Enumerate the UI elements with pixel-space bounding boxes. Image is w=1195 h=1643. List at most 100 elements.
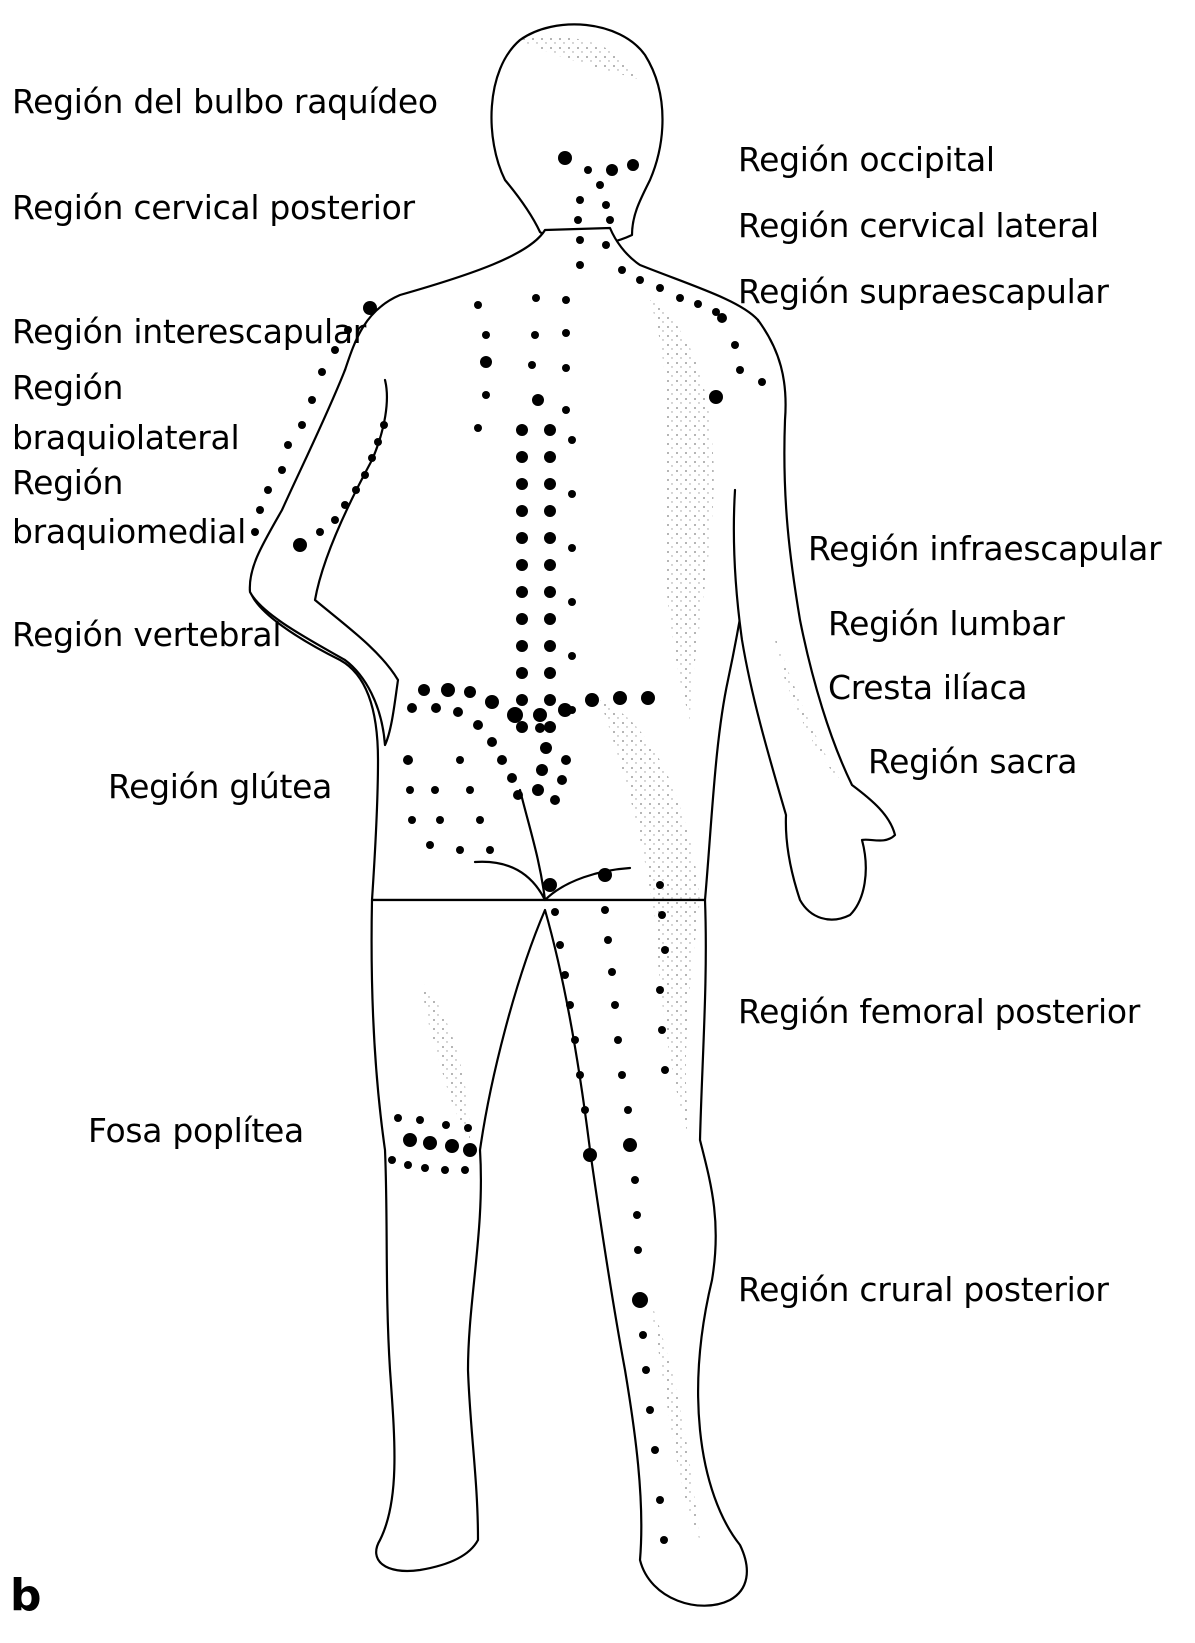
landmark-dot xyxy=(536,764,548,776)
landmark-dot xyxy=(566,1001,574,1009)
landmark-dot xyxy=(758,378,766,386)
landmark-dot xyxy=(562,364,570,372)
landmark-dot xyxy=(717,313,727,323)
label-vertebral: Región vertebral xyxy=(12,615,281,655)
landmark-dot xyxy=(602,201,610,209)
landmark-dot xyxy=(406,786,414,794)
landmark-dot xyxy=(544,559,556,571)
landmark-dot xyxy=(574,216,582,224)
label-sacra: Región sacra xyxy=(868,742,1077,782)
landmark-dot xyxy=(568,436,576,444)
label-bulbo-raquideo: Región del bulbo raquídeo xyxy=(12,82,438,122)
landmark-dot xyxy=(507,773,517,783)
landmark-dot xyxy=(624,1106,632,1114)
landmark-dot xyxy=(651,1446,659,1454)
landmark-dot xyxy=(618,1071,626,1079)
landmark-dot xyxy=(633,1211,641,1219)
landmark-dot xyxy=(585,693,599,707)
landmark-dot xyxy=(513,790,523,800)
label-supraescapular: Región supraescapular xyxy=(738,272,1109,312)
landmark-dot xyxy=(656,881,664,889)
label-glutea: Región glútea xyxy=(108,767,332,807)
landmark-dot xyxy=(561,971,569,979)
landmark-dot xyxy=(544,505,556,517)
landmark-dot xyxy=(331,516,339,524)
landmark-dot xyxy=(544,721,556,733)
label-braquiomedial-line1: Región xyxy=(12,463,123,503)
landmark-dot xyxy=(461,1166,469,1174)
landmark-dot xyxy=(516,451,528,463)
landmark-dot xyxy=(646,1406,654,1414)
landmark-dot xyxy=(423,1136,437,1150)
landmark-dot xyxy=(456,756,464,764)
landmark-dot xyxy=(601,906,609,914)
landmark-dot xyxy=(623,1138,637,1152)
landmark-dot xyxy=(656,1496,664,1504)
landmark-dot xyxy=(516,424,528,436)
landmark-dot xyxy=(416,1116,424,1124)
landmark-dot xyxy=(676,294,684,302)
landmark-dot xyxy=(441,683,455,697)
label-braquiolateral-line2: braquiolateral xyxy=(12,418,239,458)
landmark-dot xyxy=(596,181,604,189)
landmark-dot xyxy=(558,151,572,165)
label-femoral-posterior: Región femoral posterior xyxy=(738,992,1140,1032)
landmark-dot xyxy=(284,441,292,449)
landmark-dot xyxy=(516,694,528,706)
landmark-dot xyxy=(456,846,464,854)
landmark-dot xyxy=(341,501,349,509)
landmark-dot xyxy=(426,841,434,849)
landmark-dot xyxy=(627,159,639,171)
landmark-dot xyxy=(606,216,614,224)
landmark-dot xyxy=(576,196,584,204)
landmark-dot xyxy=(660,1536,668,1544)
landmark-dot xyxy=(264,486,272,494)
landmark-dot xyxy=(388,1156,396,1164)
landmark-dot xyxy=(661,1066,669,1074)
landmark-dot xyxy=(544,694,556,706)
landmark-dot xyxy=(418,684,430,696)
landmark-dot xyxy=(632,1292,648,1308)
landmark-dot xyxy=(544,640,556,652)
landmark-dot xyxy=(516,532,528,544)
landmark-dot xyxy=(516,640,528,652)
landmark-dot xyxy=(656,284,664,292)
landmark-dot xyxy=(256,506,264,514)
label-cervical-posterior: Región cervical posterior xyxy=(12,188,415,228)
landmark-dot xyxy=(308,396,316,404)
landmark-dot xyxy=(516,613,528,625)
landmark-dot xyxy=(532,784,544,796)
landmark-dot xyxy=(709,390,723,404)
landmark-dot xyxy=(441,1166,449,1174)
landmark-dot xyxy=(463,1143,477,1157)
landmark-dot xyxy=(516,505,528,517)
landmark-dot xyxy=(611,1001,619,1009)
landmark-dot xyxy=(421,1164,429,1172)
landmark-dot xyxy=(361,471,369,479)
landmark-dot xyxy=(251,528,259,536)
landmark-dot xyxy=(598,868,612,882)
landmark-dot xyxy=(562,296,570,304)
label-crural-posterior: Región crural posterior xyxy=(738,1270,1109,1310)
landmark-dot xyxy=(516,721,528,733)
landmark-dot xyxy=(544,667,556,679)
panel-letter: b xyxy=(10,1570,42,1621)
landmark-dot xyxy=(476,816,484,824)
landmark-dot xyxy=(544,613,556,625)
landmark-dot xyxy=(561,755,571,765)
landmark-dot xyxy=(442,1121,450,1129)
landmark-dot xyxy=(694,300,702,308)
landmark-dot xyxy=(544,478,556,490)
landmark-dot xyxy=(544,586,556,598)
landmark-dot xyxy=(403,755,413,765)
label-cervical-lateral: Región cervical lateral xyxy=(738,206,1099,246)
landmark-dot xyxy=(298,421,306,429)
landmark-dot xyxy=(656,986,664,994)
landmark-dot xyxy=(608,968,616,976)
label-cresta-iliaca: Cresta ilíaca xyxy=(828,668,1027,708)
landmark-dot xyxy=(532,394,544,406)
landmark-dot xyxy=(631,1176,639,1184)
landmark-dot xyxy=(540,742,552,754)
landmark-dot xyxy=(576,261,584,269)
landmark-dot xyxy=(634,1246,642,1254)
